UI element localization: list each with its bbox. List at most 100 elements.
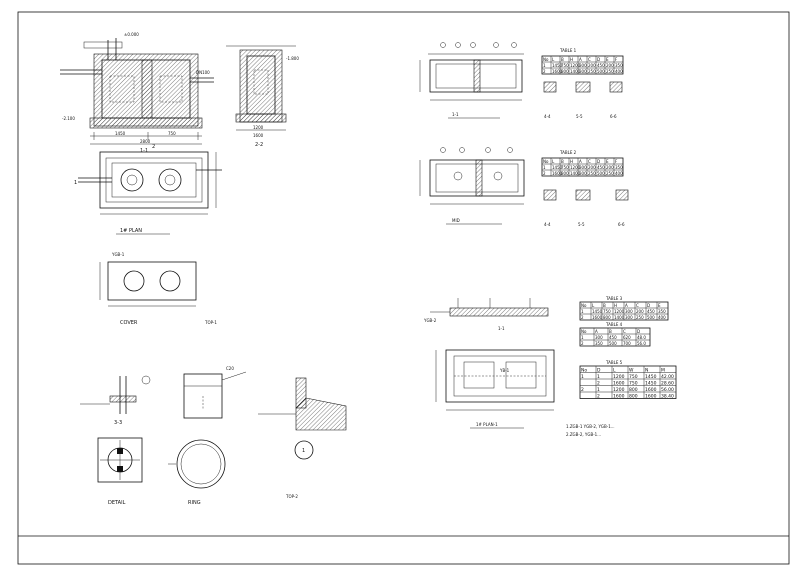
table-cell: 750	[629, 380, 638, 386]
table-cell: 2	[543, 69, 546, 74]
plan-view-1: 1 2 1# PLAN	[74, 144, 222, 235]
note-line-2: 2.ZGB-2, YGB-1...	[566, 432, 601, 437]
elev-middle-title: MID	[452, 218, 460, 223]
table-header-cell: D	[597, 159, 600, 164]
table-header-cell: C	[636, 303, 639, 308]
table-cell: 300	[579, 171, 587, 176]
table-header-cell: W	[629, 367, 634, 373]
table-cell: 2	[597, 393, 600, 399]
table-cell: 250	[606, 171, 614, 176]
section-1-1-title: 1-1	[140, 148, 148, 154]
table-header-cell: D	[647, 303, 650, 308]
square-detail: DETAIL	[97, 437, 143, 506]
table-cell: 700	[623, 341, 631, 346]
table-cell: 1200	[614, 309, 625, 314]
table-header-cell: B	[561, 57, 564, 62]
table-cell: 1600	[613, 380, 625, 386]
table-header-cell: B	[603, 303, 606, 308]
table-cell: 500	[597, 171, 605, 176]
table-cell: 450	[609, 335, 617, 340]
table-header-cell: L	[552, 159, 555, 164]
cover-plan-view: YGB-1 COVER TOP-1	[99, 252, 217, 326]
table-cell: 500	[609, 341, 617, 346]
table-header-cell: H	[570, 159, 573, 164]
table-header-cell: E	[658, 303, 661, 308]
table-cell: 1	[597, 387, 600, 393]
table-header-cell: F	[615, 57, 618, 62]
table-cell: 450	[647, 309, 655, 314]
table-cell: 1	[597, 374, 600, 380]
table-header-cell: F	[615, 159, 618, 164]
table-cell: 48.0	[637, 335, 646, 340]
table-cell: 1450	[552, 63, 563, 68]
table-cell: 500	[647, 315, 655, 320]
table-frame	[541, 55, 624, 75]
table-cell: 1	[543, 165, 546, 170]
footing-bubble-1: 1	[302, 448, 305, 454]
plan-1-title: 1# PLAN	[120, 228, 142, 234]
sec-6-6-middle: 6-6	[618, 222, 625, 227]
table-cell: 300	[579, 69, 587, 74]
table-header-cell: L	[613, 367, 616, 373]
table-header-cell: C	[588, 57, 591, 62]
table-header-cell: H	[570, 57, 573, 62]
table-header-cell: A	[579, 159, 582, 164]
table-cell: 1400	[614, 315, 625, 320]
table-1-title: TABLE 1	[559, 48, 577, 53]
table-5-title: TABLE 5	[605, 360, 623, 365]
table-cell: 800	[561, 171, 569, 176]
dim-1450-label: 1450	[115, 131, 126, 136]
ring-detail: RING TOP-2	[168, 439, 298, 506]
table-cell: 250	[588, 171, 596, 176]
table-cell: 250	[606, 69, 614, 74]
table-cell: 750	[603, 309, 611, 314]
table-cell: 2	[581, 387, 584, 393]
table-cell: 56.00	[661, 387, 674, 393]
table-cell: 250	[588, 69, 596, 74]
table-cell: 800	[603, 315, 611, 320]
mark-1-left: 1	[74, 180, 77, 186]
table-cell: 300	[625, 309, 633, 314]
table-header-cell: No	[581, 329, 587, 334]
table-cell: 1	[581, 374, 584, 380]
table-cell: 1200	[570, 63, 581, 68]
table-cell: 750	[629, 374, 638, 380]
table-cell: 300	[579, 63, 587, 68]
table-header-cell: A	[579, 57, 582, 62]
table-header-cell: L	[592, 303, 595, 308]
table-header-cell: B	[561, 159, 564, 164]
table-cell: 200	[588, 165, 596, 170]
long-section-tag: YGB-2	[423, 318, 437, 323]
table-cell: 250	[636, 315, 644, 320]
table-cell: 2	[581, 315, 584, 320]
grade-top-label: ±0.000	[124, 32, 139, 37]
grade-bottom-label: -2.100	[62, 116, 75, 121]
table-cell: 350	[595, 341, 603, 346]
sec-5-5-upper: 5-5	[576, 114, 583, 119]
box-detail-c20: C20	[226, 366, 234, 371]
table-cell: 300	[595, 335, 603, 340]
elevation-upper: 1-1	[419, 42, 524, 119]
pipe-dn-label: DN100	[196, 70, 210, 75]
table-header-cell: No	[543, 159, 549, 164]
plan-2-tag: YB-1	[499, 368, 510, 373]
elevation-middle: MID	[419, 147, 525, 225]
plan-2-title: 1# PLAN-1	[476, 422, 498, 427]
table-header-cell: E	[606, 57, 609, 62]
long-section-title: 1-1	[498, 326, 505, 331]
table-cell: 200	[606, 63, 614, 68]
table-cell: 450	[597, 63, 605, 68]
note-line-1: 1.ZGB-1 YGB-2, YGB-1...	[566, 424, 615, 429]
plan-view-2: YB-1 1# PLAN-1	[435, 349, 555, 429]
table-cell: 350	[615, 63, 623, 68]
table-header-cell: D	[597, 367, 601, 373]
table-3-title: TABLE 3	[605, 296, 623, 301]
table-cell: 800	[561, 69, 569, 74]
table-cell: 200	[636, 309, 644, 314]
table-header-cell: D	[637, 329, 640, 334]
table-header-cell: H	[614, 303, 617, 308]
table-4-title: TABLE 4	[605, 322, 623, 327]
